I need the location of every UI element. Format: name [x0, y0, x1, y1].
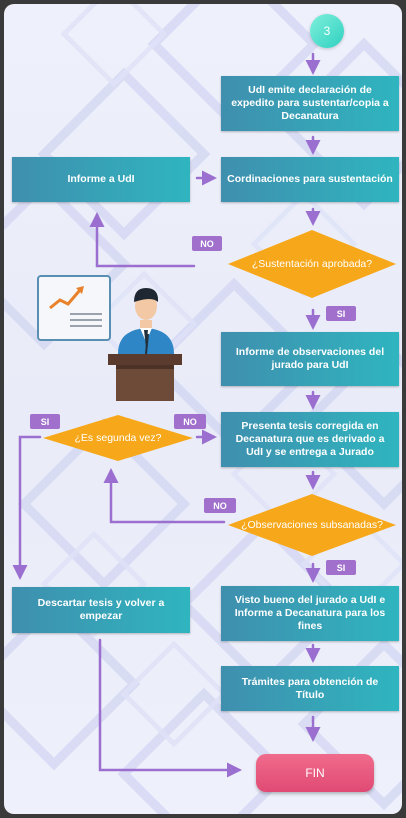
arrow-descartar-to-fin [98, 638, 242, 778]
tag-si-segunda: SI [30, 414, 60, 429]
decision-subsanadas: ¿Observaciones subsanadas? [226, 492, 398, 558]
chart-board-icon [37, 275, 111, 341]
fin-end-node: FIN [256, 754, 374, 792]
informe-udi-box: Informe a UdI [12, 157, 190, 202]
tag-si-sustentacion: SI [326, 306, 356, 321]
presenter-illustration [36, 268, 186, 403]
tag-no-subsanadas: NO [204, 498, 236, 513]
podium-icon [108, 333, 182, 401]
tag-no-segunda: NO [174, 414, 206, 429]
coordinaciones-box: Cordinaciones para sustentación [221, 157, 399, 202]
arrow-no-to-informe-udi [89, 212, 196, 268]
arrow-no-to-segunda [103, 468, 226, 524]
decision-segunda-vez-label: ¿Es segunda vez? [74, 431, 162, 444]
decision-subsanadas-label: ¿Observaciones subsanadas? [241, 518, 383, 531]
step-number-badge: 3 [310, 14, 344, 48]
decision-sustentacion-label: ¿Sustentación aprobada? [251, 257, 373, 270]
tag-si-subsanadas: SI [326, 560, 356, 575]
presenter-figure-icon [118, 288, 174, 354]
descartar-box: Descartar tesis y volver a empezar [12, 587, 190, 633]
arrow-segunda-si-to-descartar [12, 435, 42, 580]
tramites-box: Trámites para obtención de Título [221, 666, 399, 711]
connector-arrows [12, 52, 321, 778]
visto-bueno-box: Visto bueno del jurado a UdI e Informe a… [221, 586, 399, 641]
informe-observaciones-box: Informe de observaciones del jurado para… [221, 332, 399, 386]
presenta-tesis-box: Presenta tesis corregida en Decanatura q… [221, 412, 399, 467]
tag-no-sustentacion: NO [192, 236, 222, 251]
decision-segunda-vez: ¿Es segunda vez? [42, 414, 194, 462]
udi-emite-box: UdI emite declaración de expedito para s… [221, 76, 399, 131]
flowchart-card: 3 UdI emite declaración de expedito para… [4, 4, 402, 814]
decision-sustentacion: ¿Sustentación aprobada? [226, 228, 398, 300]
